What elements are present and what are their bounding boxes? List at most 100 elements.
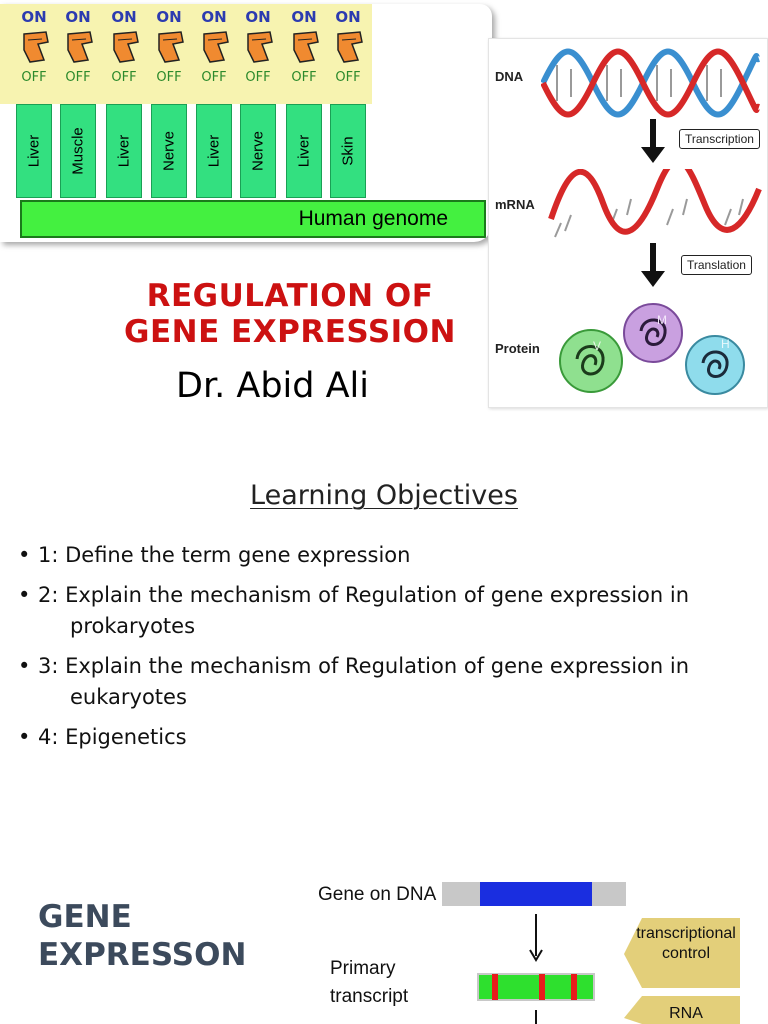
protein-label: Protein [495, 341, 540, 356]
switch-on-label: ON [245, 8, 271, 26]
objective-item: 3: Explain the mechanism of Regulation o… [18, 651, 763, 713]
dna-label: DNA [495, 69, 524, 84]
switch-lever-icon [23, 31, 49, 63]
objective-item: 1: Define the term gene expression [18, 540, 763, 571]
tissue-label: Muscle [69, 127, 87, 175]
slide-title: REGULATION OF GENE EXPRESSION [90, 278, 490, 350]
author-name: Dr. Abid Ali [176, 366, 369, 406]
switch-on-label: ON [291, 8, 317, 26]
switch-lever-icon [247, 31, 273, 63]
tissue-label: Nerve [160, 130, 178, 172]
tissue-label: Nerve [249, 130, 267, 172]
objective-text-continued: prokaryotes [70, 614, 196, 638]
tissue-bar: Liver [196, 104, 232, 198]
objectives-heading: Learning Objectives [0, 480, 768, 511]
switch-lever-icon [337, 31, 363, 63]
gene-expression-title-line-2: EXPRESSON [38, 937, 247, 973]
switch-off-label: OFF [245, 70, 271, 85]
tissue-label: Liver [25, 134, 43, 168]
objective-item: 2: Explain the mechanism of Regulation o… [18, 580, 763, 642]
switch-off-label: OFF [201, 70, 227, 85]
gene-switch: ON OFF [326, 8, 370, 85]
switch-on-label: ON [201, 8, 227, 26]
gene-switch: ON OFF [236, 8, 280, 85]
title-line-2: GENE EXPRESSION [124, 314, 456, 350]
gene-on-dna-label: Gene on DNA [318, 884, 437, 905]
switch-off-label: OFF [156, 70, 182, 85]
switch-lever-icon [67, 31, 93, 63]
switch-band: ON OFF ON OFF ON OFF ON OFF ON OFF ON OF… [0, 4, 372, 104]
gene-switch: ON OFF [192, 8, 236, 85]
switch-off-label: OFF [21, 70, 47, 85]
title-line-1: REGULATION OF [146, 278, 434, 314]
switch-off-label: OFF [291, 70, 317, 85]
tissue-label: Skin [339, 136, 357, 166]
switch-off-label: OFF [335, 70, 361, 85]
tissue-label: Liver [205, 134, 223, 168]
gene-expression-title-line-1: GENE [38, 899, 132, 935]
tissue-bar: Skin [330, 104, 366, 198]
protein-letter: H [721, 337, 730, 351]
intron-mark [492, 974, 498, 1000]
arrow-down-icon [641, 119, 665, 163]
arrow-down-icon [641, 243, 665, 287]
switch-off-label: OFF [65, 70, 91, 85]
dna-helix-icon [541, 48, 761, 118]
protein-molecules-icon [559, 303, 745, 395]
gene-switch: ON OFF [282, 8, 326, 85]
protein-letter: V [593, 339, 602, 353]
intron-mark [571, 974, 577, 1000]
objectives-heading-text: Learning Objectives [250, 480, 518, 511]
switch-on-label: ON [65, 8, 91, 26]
transcriptional-control-label-2: control [662, 945, 710, 962]
objective-text: 2: Explain the mechanism of Regulation o… [38, 583, 690, 607]
translation-box: Translation [681, 255, 752, 275]
objective-text: 1: Define the term gene expression [38, 543, 411, 567]
gene-switch: ON OFF [102, 8, 146, 85]
gene-segment [480, 882, 592, 906]
arrow-head-icon [529, 949, 543, 962]
transcription-box: Transcription [679, 129, 760, 149]
objectives-list: 1: Define the term gene expression 2: Ex… [18, 540, 763, 762]
gene-switch: ON OFF [12, 8, 56, 85]
tissue-bar: Nerve [240, 104, 276, 198]
objective-item: 4: Epigenetics [18, 722, 763, 753]
central-dogma-figure: DNA Transcription mRNA Translation Prote… [488, 38, 768, 408]
switch-on-label: ON [21, 8, 47, 26]
genome-bar: Human genome [20, 200, 486, 238]
gene-switch: ON OFF [56, 8, 100, 85]
rna-control-tag [624, 996, 740, 1024]
tissue-bar: Liver [286, 104, 322, 198]
switch-off-label: OFF [111, 70, 137, 85]
gene-expression-title: GENE EXPRESSON [38, 898, 246, 974]
genome-switch-figure: ON OFF ON OFF ON OFF ON OFF ON OFF ON OF… [0, 4, 492, 242]
gene-switch: ON OFF [147, 8, 191, 85]
objective-text: 3: Explain the mechanism of Regulation o… [38, 654, 690, 678]
tissue-bar: Liver [16, 104, 52, 198]
switch-on-label: ON [111, 8, 137, 26]
mrna-strand-icon [548, 169, 762, 238]
switch-lever-icon [293, 31, 319, 63]
switch-on-label: ON [156, 8, 182, 26]
tissue-label: Liver [115, 134, 133, 168]
tissue-bar: Muscle [60, 104, 96, 198]
rna-control-label: RNA [669, 1005, 703, 1022]
genome-label: Human genome [298, 207, 448, 230]
transcriptional-control-label-1: transcriptional [636, 925, 736, 942]
switch-lever-icon [203, 31, 229, 63]
tissue-label: Liver [295, 134, 313, 168]
switch-lever-icon [158, 31, 184, 63]
intron-mark [539, 974, 545, 1000]
mrna-label: mRNA [495, 197, 535, 212]
switch-on-label: ON [335, 8, 361, 26]
tissue-bar: Nerve [151, 104, 187, 198]
objective-text: 4: Epigenetics [38, 725, 187, 749]
transcriptional-control-tag [624, 918, 740, 988]
gene-expression-diagram: Gene on DNA Primary transcript transcrip… [318, 882, 740, 1024]
primary-transcript-label-2: transcript [330, 986, 409, 1007]
objective-text-continued: eukaryotes [70, 685, 187, 709]
primary-transcript-label-1: Primary [330, 958, 396, 979]
switch-lever-icon [113, 31, 139, 63]
protein-letter: M [657, 313, 667, 327]
tissue-bar: Liver [106, 104, 142, 198]
